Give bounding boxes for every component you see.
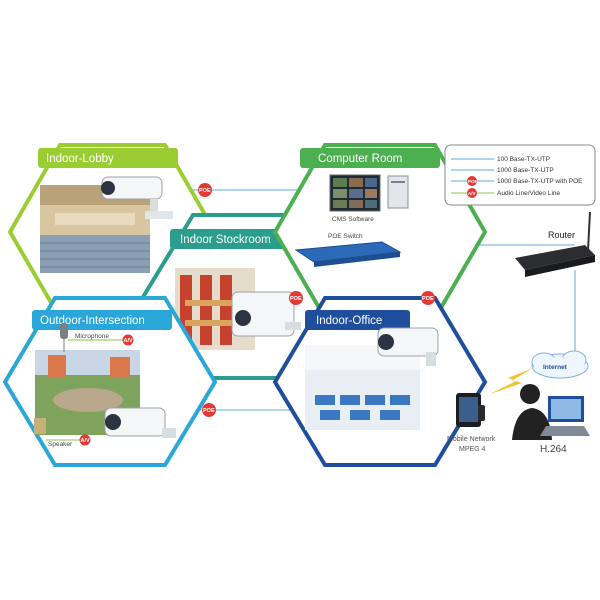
router-icon [515, 211, 595, 277]
svg-text:POE: POE [468, 179, 478, 184]
zone-title: Indoor Stockroom [180, 234, 271, 246]
svg-text:Audio Line/Video Line: Audio Line/Video Line [497, 190, 561, 197]
legend-item: POE 1000 Base-TX-UTP with POE [451, 176, 583, 186]
monitor-icon [329, 174, 381, 212]
zone-title-bar [38, 148, 178, 168]
speaker-icon [34, 418, 46, 434]
camera-icon [377, 327, 439, 366]
svg-text:A/V: A/V [81, 438, 91, 444]
zone-indoor-office: Indoor-Office [272, 296, 488, 467]
legend-item: 1000 Base-TX-UTP [451, 167, 554, 174]
zone-title-bar [170, 229, 300, 249]
svg-text:POE: POE [199, 188, 211, 194]
cms-software-label: CMS Software [332, 216, 374, 223]
tablet-icon [456, 393, 485, 427]
zone-outdoor-intersection: Outdoor-Intersection Microphone A/V Spea… [2, 296, 218, 467]
mpeg4-label: MPEG 4 [459, 446, 486, 453]
zone-title: Indoor-Office [316, 315, 382, 327]
av-badge: A/V [79, 434, 91, 446]
svg-text:A/V: A/V [468, 191, 476, 196]
zone-title: Outdoor-Intersection [40, 315, 145, 327]
poe-badge [467, 176, 477, 186]
camera-icon [101, 176, 173, 219]
svg-text:POE: POE [422, 296, 434, 302]
poe-badge-lobby: POE [198, 183, 212, 197]
av-badge: A/V [122, 334, 134, 346]
mobile-network-label: Mobile Network [447, 436, 496, 443]
poe-badge-office: POE [421, 291, 435, 305]
legend-item: 100 Base-TX-UTP [451, 156, 550, 163]
camera-icon [104, 407, 176, 438]
internet-cloud: Internet [531, 350, 589, 379]
svg-text:1000 Base-TX-UTP with POE: 1000 Base-TX-UTP with POE [497, 178, 583, 185]
user-at-laptop-icon [512, 384, 590, 440]
zone-title-bar [305, 310, 410, 330]
poe-badge-stockroom: POE [289, 291, 303, 305]
zone-title: Indoor-Lobby [46, 153, 114, 165]
office-photo [305, 345, 420, 430]
lobby-photo [40, 185, 150, 273]
camera-icon [231, 291, 301, 337]
internet-label: Internet [543, 364, 568, 371]
av-badge [467, 188, 477, 198]
microphone-label: Microphone [75, 333, 109, 340]
svg-text:A/V: A/V [124, 338, 134, 344]
router-label: Router [548, 230, 575, 240]
zone-title: Computer Room [318, 153, 402, 165]
svg-text:1000 Base-TX-UTP: 1000 Base-TX-UTP [497, 167, 554, 174]
legend-item: A/V Audio Line/Video Line [451, 188, 561, 198]
server-tower-icon [387, 175, 409, 209]
microphone-icon [60, 323, 68, 352]
poe-switch-icon [294, 241, 402, 267]
svg-text:POE: POE [203, 408, 215, 414]
poe-badge-intersection: POE [202, 403, 216, 417]
svg-text:100 Base-TX-UTP: 100 Base-TX-UTP [497, 156, 550, 163]
speaker-label: Speaker [48, 441, 73, 448]
zone-title-bar [300, 148, 440, 168]
router: Router [515, 211, 595, 277]
zone-computer-room: Computer Room CMS Software POE Switch [272, 143, 488, 320]
svg-text:POE: POE [290, 296, 302, 302]
legend: 100 Base-TX-UTP 1000 Base-TX-UTP POE 100… [444, 144, 596, 206]
h264-label: H.264 [540, 444, 567, 455]
legend-box [444, 144, 596, 206]
poe-switch-label: POE Switch [328, 233, 363, 240]
